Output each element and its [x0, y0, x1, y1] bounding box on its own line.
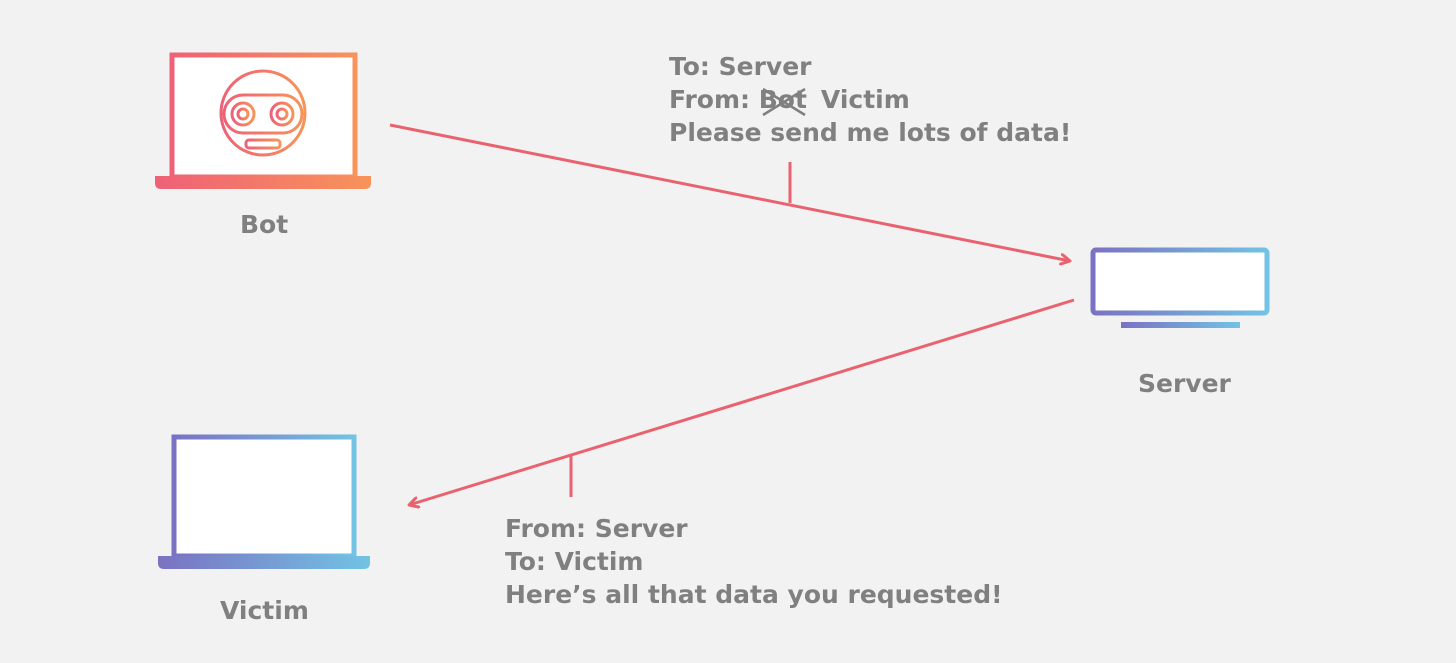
strikethrough-x-icon [762, 87, 806, 117]
laptop-robot-icon [155, 52, 371, 189]
response-arrow [409, 298, 1075, 505]
request-from-line: From: Bot Victim [669, 83, 1071, 117]
request-message: To: Server From: Bot Victim Please send m… [669, 50, 1071, 149]
request-arrow [389, 123, 1070, 261]
response-body-line: Here’s all that data you requested! [505, 580, 1003, 609]
request-to-line: To: Server [669, 52, 812, 81]
server-icon [1090, 247, 1270, 328]
response-message: From: Server To: Victim Here’s all that … [505, 512, 1003, 611]
request-from-replacement: Victim [820, 85, 910, 114]
struck-sender: Bot [758, 83, 807, 117]
request-body-line: Please send me lots of data! [669, 118, 1072, 147]
response-to-line: To: Victim [505, 547, 644, 576]
struck-sender-text: Bot [758, 85, 807, 114]
server-label: Server [1138, 369, 1231, 398]
laptop-icon [158, 434, 370, 569]
victim-label: Victim [220, 596, 309, 625]
request-from-prefix: From: [669, 85, 759, 114]
response-from-line: From: Server [505, 514, 688, 543]
bot-label: Bot [240, 210, 289, 239]
